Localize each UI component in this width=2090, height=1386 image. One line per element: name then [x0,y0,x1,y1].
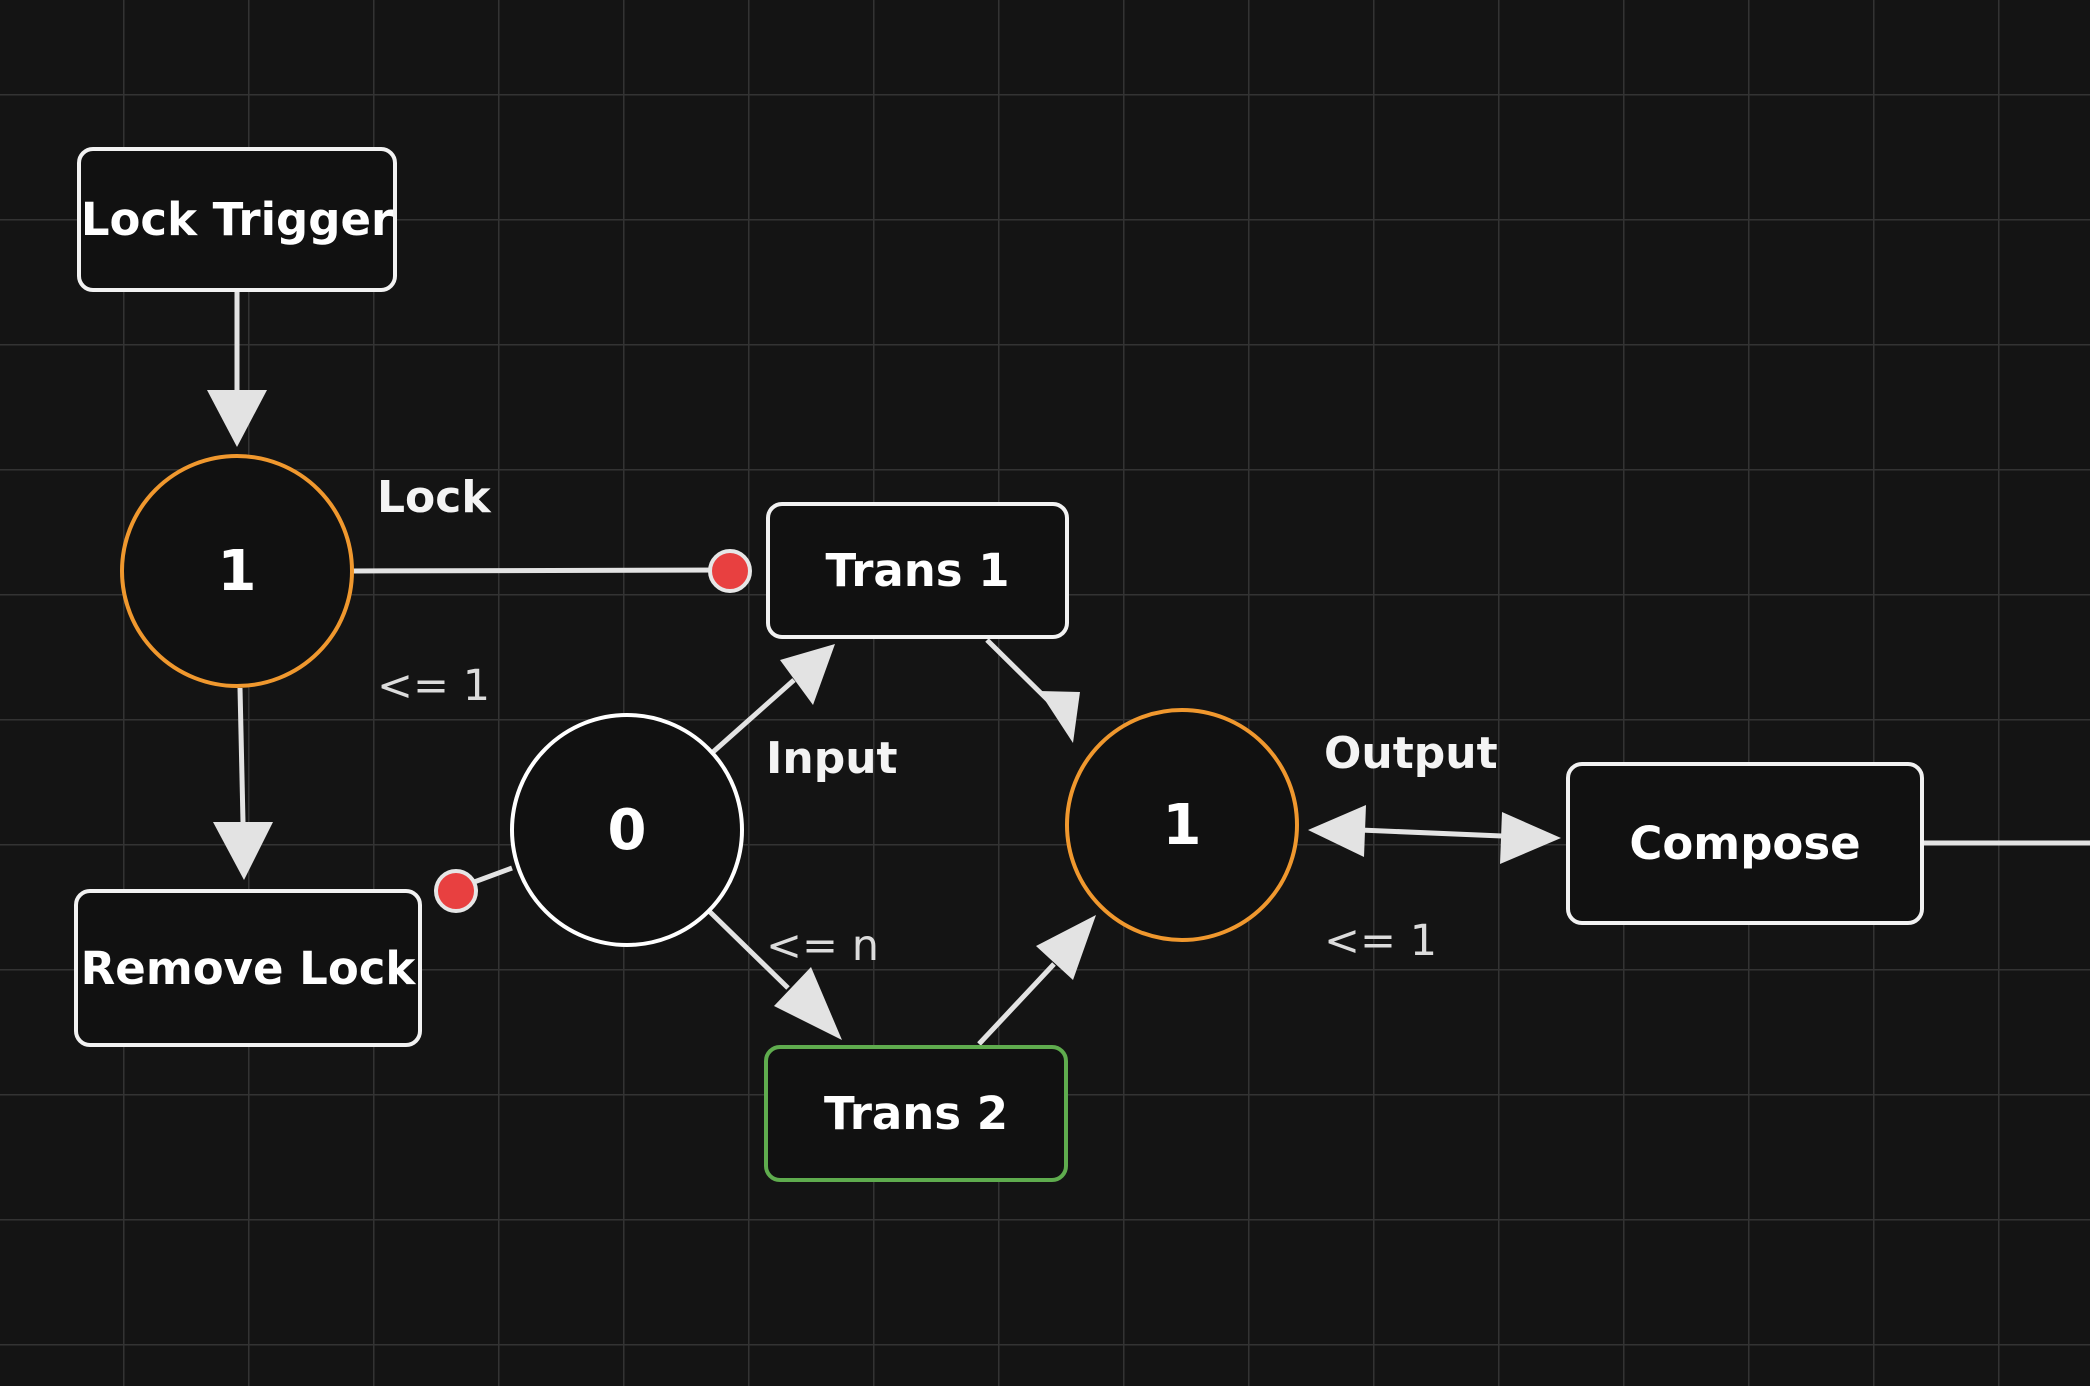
transition-lock-trigger[interactable]: Lock Trigger [77,147,397,292]
inhibitor-dot-icon [708,549,752,593]
arrowhead-icon [1308,805,1366,857]
place-output[interactable]: 1 [1065,708,1299,942]
transition-label: Compose [1629,817,1861,870]
place-input[interactable]: 0 [510,713,744,947]
capacity-label-lock: <= 1 [377,661,491,711]
capacity-label-output: <= 1 [1324,916,1438,966]
arrowhead-icon [780,644,835,705]
inhibitor-dot-icon [434,869,478,913]
edge-input-to-trans1[interactable] [711,678,796,754]
transition-remove-lock[interactable]: Remove Lock [74,889,422,1047]
edge-input-to-trans2[interactable] [707,909,790,990]
place-lock[interactable]: 1 [120,454,354,688]
transition-label: Remove Lock [80,941,416,995]
token-count: 1 [1162,792,1202,858]
transition-label: Trans 1 [825,544,1010,597]
arrowhead-icon [1039,691,1080,743]
arrowhead-icon [1500,812,1561,864]
edge-output-compose[interactable] [1359,827,1503,839]
edge-lock-to-removelock[interactable] [237,687,246,823]
arc-label-input: Input [766,733,898,784]
arc-label-output: Output [1324,728,1498,779]
transition-trans-1[interactable]: Trans 1 [766,502,1069,639]
arrowhead-icon [774,967,842,1040]
token-count: 1 [217,538,257,604]
arc-label-lock: Lock [377,472,491,523]
arrowhead-icon [207,390,267,447]
token-count: 0 [607,797,647,863]
transition-trans-2[interactable]: Trans 2 [764,1045,1068,1182]
arrowhead-icon [213,822,273,880]
transition-label: Trans 2 [823,1087,1009,1140]
edge-lock-inhibits-trans1[interactable] [351,567,731,574]
arrowhead-icon [1036,915,1096,980]
capacity-label-input: <= n [766,921,879,971]
edge-trans2-to-output[interactable] [977,962,1056,1046]
transition-compose[interactable]: Compose [1566,762,1924,925]
transition-label: Lock Trigger [80,193,394,246]
